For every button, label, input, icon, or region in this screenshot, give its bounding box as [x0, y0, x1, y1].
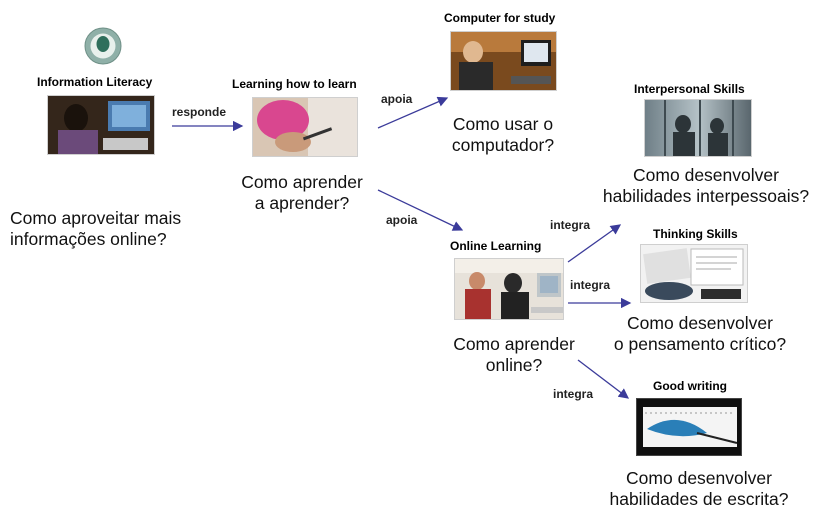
learning-to-learn-question: Como aprender a aprender?: [232, 172, 372, 214]
interpersonal-question-line1: Como desenvolver: [633, 165, 779, 185]
thinking-question-line1: Como desenvolver: [627, 313, 773, 333]
interpersonal-title: Interpersonal Skills: [634, 82, 745, 96]
relation-integra-writing: integra: [553, 387, 594, 401]
info-literacy-title: Information Literacy: [37, 75, 153, 89]
learning-to-learn-photo: [252, 97, 358, 157]
info-literacy-question-line2: informações online?: [10, 229, 167, 249]
learning-to-learn-title: Learning how to learn: [232, 77, 357, 91]
computer-study-question-line1: Como usar o: [452, 114, 554, 134]
thinking-question: Como desenvolver o pensamento crítico?: [602, 313, 798, 355]
online-learning-photo: [454, 258, 564, 320]
writing-photo: [636, 398, 742, 456]
arrow-apoia-online: [377, 189, 464, 231]
online-learning-question: Como aprender online?: [444, 334, 584, 376]
interpersonal-question: Como desenvolver habilidades interpessoa…: [602, 165, 810, 207]
learning-to-learn-question-line2: a aprender?: [254, 193, 350, 213]
relation-integra-thinking: integra: [570, 278, 611, 292]
writing-title: Good writing: [653, 379, 727, 393]
circle-logo-icon: [84, 27, 122, 65]
quill-pen-image: [637, 399, 741, 455]
arrow-integra-writing: [577, 359, 630, 399]
person-at-computer-image: [48, 96, 154, 154]
thinking-question-line2: o pensamento crítico?: [613, 334, 787, 354]
people-talking-image: [645, 100, 751, 156]
computer-study-question-line2: computador?: [451, 135, 555, 155]
learning-to-learn-question-line1: Como aprender: [241, 172, 363, 192]
computer-study-photo: [450, 31, 557, 91]
info-literacy-question-line1: Como aproveitar mais: [10, 208, 182, 228]
relation-apoia-computer: apoia: [381, 92, 413, 106]
thinking-title: Thinking Skills: [653, 227, 738, 241]
computer-study-title: Computer for study: [444, 11, 556, 25]
relation-apoia-online: apoia: [386, 213, 418, 227]
papers-desk-image: [641, 245, 747, 302]
computer-study-question: Como usar o computador?: [438, 114, 568, 156]
info-literacy-question: Como aproveitar mais informações online?: [10, 208, 181, 250]
logo: [84, 27, 122, 65]
computer-lab-image: [455, 259, 563, 319]
online-learning-question-line2: online?: [485, 355, 543, 375]
writing-question-line2: habilidades de escrita?: [609, 489, 789, 509]
online-learning-title: Online Learning: [450, 239, 542, 253]
interpersonal-photo: [644, 99, 752, 157]
info-literacy-photo: [47, 95, 155, 155]
relation-integra-interpersonal: integra: [550, 218, 591, 232]
arrow-integra-interpersonal: [567, 224, 622, 263]
man-at-monitor-image: [451, 32, 556, 90]
thinking-photo: [640, 244, 748, 303]
writing-question: Como desenvolver habilidades de escrita?: [596, 468, 802, 510]
interpersonal-question-line2: habilidades interpessoais?: [602, 186, 810, 206]
writing-question-line1: Como desenvolver: [626, 468, 772, 488]
relation-responde: responde: [172, 105, 227, 119]
online-learning-question-line1: Como aprender: [453, 334, 575, 354]
student-writing-image: [253, 98, 357, 156]
arrow-apoia-computer: [377, 96, 449, 129]
